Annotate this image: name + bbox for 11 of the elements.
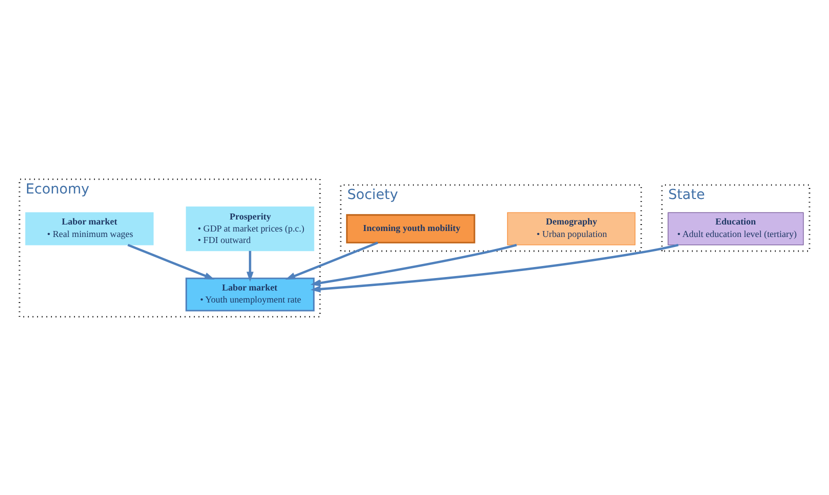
node-box: Prosperity • GDP at market prices (p.c.) • FDI outward: [186, 206, 314, 251]
node-box: Labor market • Real minimum wages: [25, 212, 154, 245]
arrow: [310, 243, 679, 292]
arrow: [310, 243, 517, 286]
node-box: Demography • Urban population: [507, 212, 636, 245]
node-box: Labor market • Youth unemployment rate: [186, 277, 315, 311]
node-box: Incoming youth mobility: [346, 214, 476, 243]
arrow: [285, 241, 378, 280]
arrow: [246, 250, 254, 282]
node-box: Education • Adult education level (tertiary): [668, 212, 804, 245]
arrow: [127, 243, 215, 280]
